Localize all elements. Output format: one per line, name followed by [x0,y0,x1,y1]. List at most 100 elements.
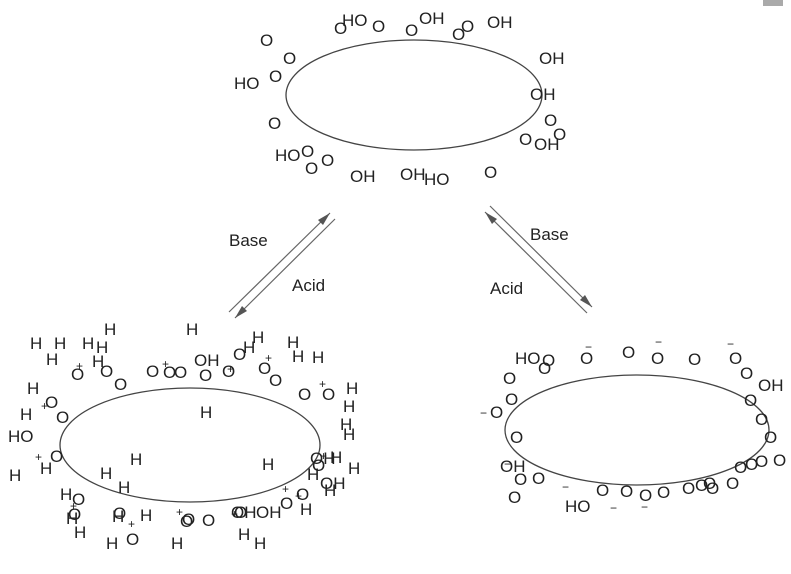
deprotonated-atom-label: O [726,474,739,493]
deprotonated-atom-label: O [688,350,701,369]
protonated-atom-label: O [258,359,271,378]
protonated-atom-label: O [280,494,293,513]
deprotonated-atom-label: O [764,428,777,447]
protonated-atom-label: O [182,510,195,529]
deprotonated-charge-label: − [727,337,734,351]
protonated-atom-label: H [112,507,124,526]
protonated-atom-label: H [27,379,39,398]
deprotonated-atom-label: O [622,343,635,362]
deprotonated-atom-label: O [755,452,768,471]
neutral-atom-label: O [269,67,282,86]
neutral-atom-label: OH [350,167,376,186]
protonated-atom-label: H [40,459,52,478]
protonated-charge-label: + [76,359,83,373]
neutral-atom-label: O [484,163,497,182]
protonated-atom-label: O [180,512,193,531]
deprotonated-atom-label: O [657,483,670,502]
protonated-atom-label: H [104,320,116,339]
deprotonated-atom-label: O [682,479,695,498]
protonated-atom-label: O [199,366,212,385]
protonated-atom-label: H [200,403,212,422]
right-equilibrium-arrows: Base Acid [484,205,593,314]
protonated-charge-label: + [231,507,238,521]
deprotonated-atom-label: O [596,481,609,500]
deprotonated-charge-label: − [562,480,569,494]
deprotonated-charge-label: − [504,457,511,471]
protonated-atom-label: O [71,365,84,384]
neutral-atom-label: O [305,159,318,178]
neutral-atom-label: O [553,125,566,144]
protonated-atom-label: OH [310,449,336,468]
deprotonated-atom-label: O [508,488,521,507]
protonated-atom-label: H [343,425,355,444]
neutral-atom-label: O [268,114,281,133]
protonated-atom-label: O [113,504,126,523]
protonated-atom-label: H [140,506,152,525]
deprotonated-ring [504,374,770,486]
protonated-atom-label: O [298,385,311,404]
deprotonated-atom-label: O [744,391,757,410]
protonated-atom-label: H [243,338,255,357]
protonated-atom-label: O [296,485,309,504]
protonated-atom-label: OH [231,503,257,522]
right-base-label: Base [530,225,569,244]
deprotonated-atom-label: O [510,428,523,447]
neutral-atom-label: O [260,31,273,50]
protonated-atom-label: O [50,447,63,466]
protonated-atom-label: H [100,464,112,483]
protonated-atom-label: HO [8,427,34,446]
protonated-atom-label: H [330,448,342,467]
neutral-atom-label: O [461,17,474,36]
neutral-atom-label: O [544,111,557,130]
neutral-atom-label: OH [530,85,556,104]
deprotonated-atom-label: O [542,351,555,370]
scan-artifact [763,0,783,6]
protonated-atom-label: O [174,363,187,382]
protonated-atom-label: O [146,362,159,381]
neutral-atom-label: OH [539,49,565,68]
neutral-atom-label: HO [424,170,450,189]
protonated-atom-label: H [66,509,78,528]
neutral-atom-label: O [372,17,385,36]
deprotonated-atom-label: OH [758,376,784,395]
left-acid-label: Acid [292,276,325,295]
protonated-atom-label: H [9,466,21,485]
protonated-atom-label: O [234,503,247,522]
protonated-atom-label: H [287,333,299,352]
protonated-atom-label: OH [194,351,220,370]
protonated-atom-label: H [60,485,72,504]
protonated-atom-label: OH [256,503,282,522]
deprotonated-atom-label: O [514,470,527,489]
protonated-atom-label: H [106,534,118,553]
neutral-atom-label: OH [534,135,560,154]
protonated-atom-label: H [186,320,198,339]
protonated-charge-label: + [162,357,169,371]
deprotonated-atom-label: O [755,410,768,429]
protonated-ring [59,387,321,503]
protonated-atom-label: O [126,530,139,549]
protonated-charge-label: + [282,482,289,496]
protonated-atom-label: H [343,397,355,416]
protonated-atom-label: O [114,375,127,394]
left-equilibrium-arrows: Base Acid [228,212,336,319]
neutral-atom-label: OH [419,9,445,28]
deprotonated-atom-label: HO [565,497,591,516]
protonated-atom-label: O [322,385,335,404]
deprotonated-atom-label: OH [500,457,526,476]
deprotonated-atom-label: HO [515,349,541,368]
protonated-atom-label: H [340,415,352,434]
neutral-atom-label: O [283,49,296,68]
protonated-charge-label: + [176,505,183,519]
deprotonated-charge-label: − [641,500,648,514]
deprotonated-atom-label: O [695,476,708,495]
protonated-atom-label: H [324,481,336,500]
protonated-charge-label: + [320,449,327,463]
neutral-atom-label: HO [234,74,260,93]
neutral-atom-label: HO [342,11,368,30]
protonated-atom-label: H [292,347,304,366]
